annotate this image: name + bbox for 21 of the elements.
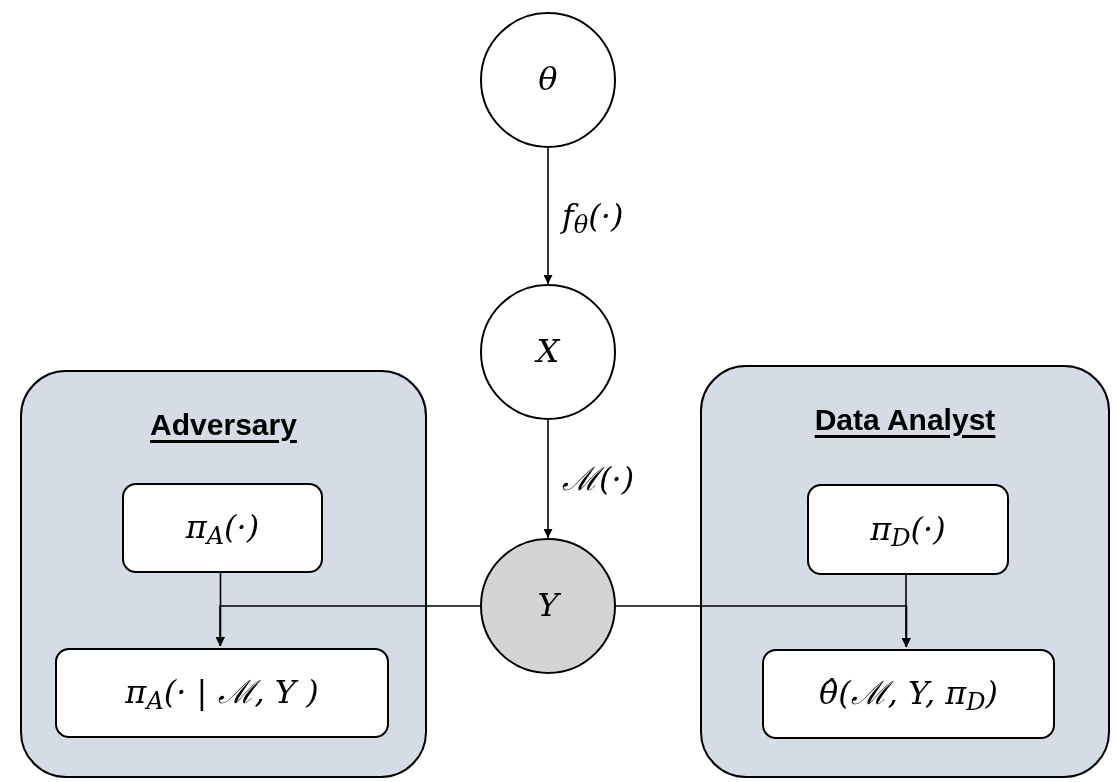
arrow bbox=[215, 605, 481, 647]
math-label: Y bbox=[537, 585, 559, 627]
math-label: π$_{A}$(· | ℳ, Y ) bbox=[125, 672, 319, 714]
agent-panel bbox=[20, 370, 427, 778]
policy-box bbox=[55, 648, 389, 738]
edge-label: f$_{θ}$(·) bbox=[562, 200, 624, 232]
edge-label: ℳ(·) bbox=[562, 463, 635, 495]
policy-box bbox=[807, 484, 1009, 575]
math-label: θ̂(ℳ, Y, π$_{D}$) bbox=[818, 673, 999, 715]
panel-heading: Data Analyst bbox=[814, 405, 996, 435]
math-label: θ bbox=[538, 59, 558, 101]
math-label: X bbox=[536, 331, 560, 373]
math-label: π$_{D}$(·) bbox=[870, 508, 946, 551]
arrow bbox=[543, 147, 553, 285]
agent-panel bbox=[700, 365, 1110, 778]
arrow bbox=[615, 605, 911, 648]
panel-heading: Adversary bbox=[150, 410, 297, 440]
arrow bbox=[543, 419, 553, 539]
policy-box bbox=[762, 649, 1055, 739]
policy-box bbox=[122, 483, 323, 573]
math-label: π$_{A}$(·) bbox=[185, 507, 260, 549]
